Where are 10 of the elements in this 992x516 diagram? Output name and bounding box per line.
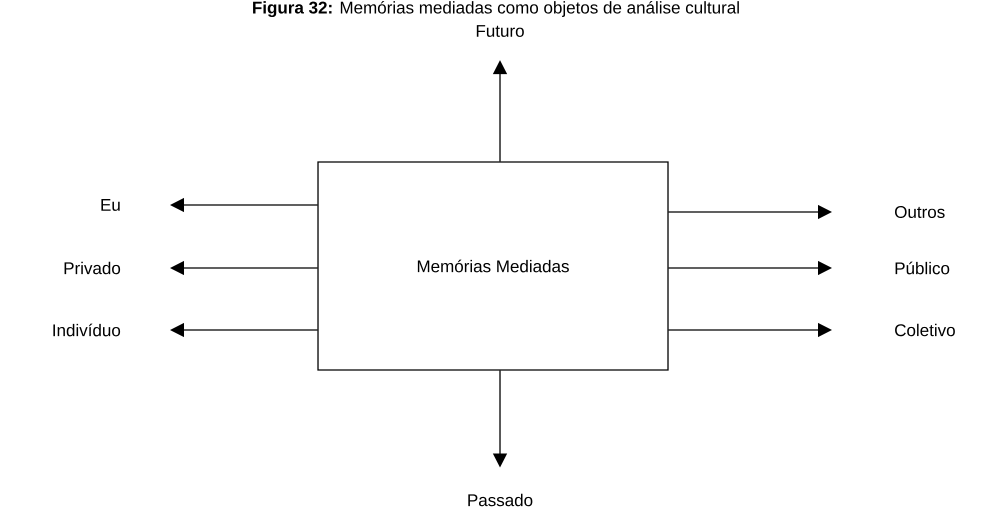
figure-title: Figura 32: Memórias mediadas como objetos de análise cultural: [253, 0, 739, 18]
node-label: Indivíduo: [53, 324, 120, 336]
node-label: Coletivo: [895, 324, 955, 336]
node-label: Eu: [101, 199, 120, 211]
node-label: Passado: [468, 494, 532, 506]
node-label: Público: [896, 262, 950, 274]
node-label: Futuro: [476, 25, 524, 37]
node-label: Outros: [895, 206, 945, 218]
node-label: Privado: [64, 262, 120, 274]
process-box: Memórias Mediadas: [317, 161, 669, 371]
